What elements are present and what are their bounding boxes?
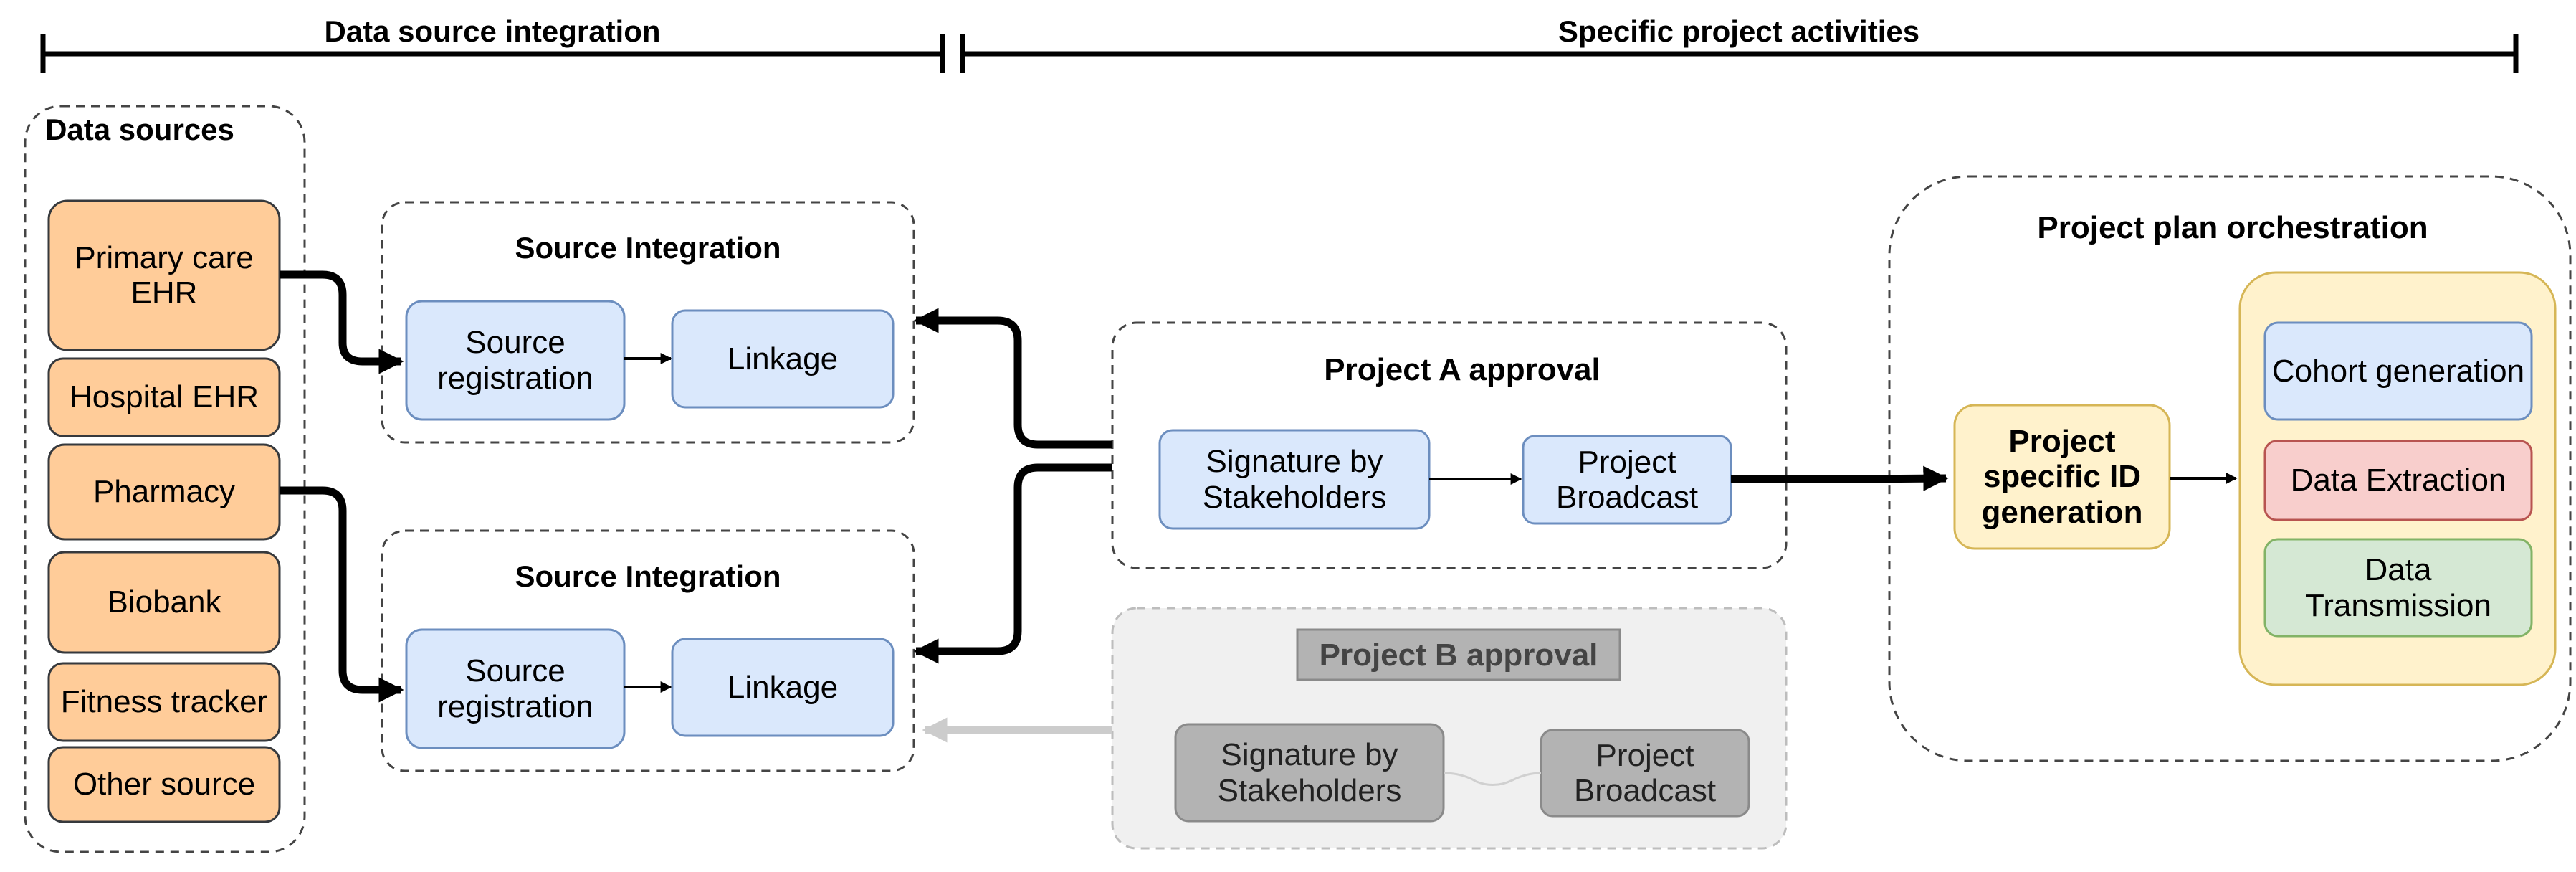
project-a-broadcast[interactable]: Project Broadcast bbox=[1522, 435, 1732, 525]
source-integration-bottom-title: Source Integration bbox=[515, 559, 781, 593]
project-b-broadcast[interactable]: Project Broadcast bbox=[1540, 729, 1750, 818]
source-hospital-ehr[interactable]: Hospital EHR bbox=[47, 357, 281, 437]
source-other[interactable]: Other source bbox=[47, 746, 281, 823]
linkage-bottom[interactable]: Linkage bbox=[671, 638, 895, 737]
project-id-generation[interactable]: Project specific ID generation bbox=[1953, 404, 2171, 550]
source-pharmacy[interactable]: Pharmacy bbox=[47, 443, 281, 541]
source-biobank-label: Biobank bbox=[107, 584, 221, 620]
project-b-title-box bbox=[1296, 628, 1621, 681]
data-sources-title: Data sources bbox=[45, 113, 234, 146]
connector-project-a-to-integration-bottom bbox=[913, 463, 1112, 664]
linkage-top[interactable]: Linkage bbox=[671, 309, 895, 409]
source-other-label: Other source bbox=[72, 767, 256, 802]
project-a-broadcast-label: Project Broadcast bbox=[1555, 444, 1699, 515]
connector-broadcast-to-id-generation bbox=[1731, 465, 1949, 491]
connector-signature-to-broadcast-b bbox=[1443, 772, 1542, 786]
project-b-title: Project B approval bbox=[1320, 638, 1598, 673]
connector-pharmacy-to-registration bbox=[280, 486, 404, 703]
data-transmission-label: Data Transmission bbox=[2305, 552, 2491, 623]
cohort-generation[interactable]: Cohort generation bbox=[2263, 321, 2533, 421]
project-b-signature[interactable]: Signature by Stakeholders bbox=[1174, 723, 1445, 823]
project-a-title: Project A approval bbox=[1324, 352, 1601, 387]
source-hospital-ehr-label: Hospital EHR bbox=[69, 379, 259, 415]
header-right-title: Specific project activities bbox=[1558, 14, 1919, 48]
source-registration-top[interactable]: Source registration bbox=[405, 300, 626, 421]
source-pharmacy-label: Pharmacy bbox=[92, 474, 236, 510]
source-registration-top-label: Source registration bbox=[437, 325, 593, 396]
header-rule-right bbox=[960, 34, 2519, 73]
source-fitness-tracker[interactable]: Fitness tracker bbox=[47, 662, 281, 742]
project-id-generation-label: Project specific ID generation bbox=[1981, 424, 2143, 530]
source-registration-bottom[interactable]: Source registration bbox=[405, 628, 626, 749]
data-extraction-label: Data Extraction bbox=[2290, 463, 2506, 498]
data-transmission[interactable]: Data Transmission bbox=[2263, 538, 2533, 638]
source-integration-top-title: Source Integration bbox=[515, 231, 781, 265]
source-biobank[interactable]: Biobank bbox=[47, 551, 281, 654]
project-b-signature-label: Signature by Stakeholders bbox=[1217, 737, 1402, 808]
linkage-bottom-label: Linkage bbox=[727, 669, 839, 705]
orchestration-group bbox=[1888, 175, 2572, 762]
connector-project-a-to-integration-top bbox=[913, 308, 1112, 449]
source-primary-care[interactable]: Primary care EHR bbox=[47, 199, 281, 351]
orchestration-title: Project plan orchestration bbox=[2037, 210, 2428, 245]
cohort-generation-label: Cohort generation bbox=[2271, 353, 2525, 389]
source-fitness-tracker-label: Fitness tracker bbox=[60, 684, 268, 720]
header-rule-left bbox=[40, 34, 945, 73]
project-a-signature[interactable]: Signature by Stakeholders bbox=[1158, 429, 1431, 530]
linkage-top-label: Linkage bbox=[727, 341, 839, 376]
source-primary-care-label: Primary care EHR bbox=[75, 240, 254, 311]
project-a-signature-label: Signature by Stakeholders bbox=[1202, 444, 1387, 515]
source-registration-bottom-label: Source registration bbox=[437, 653, 593, 724]
project-b-broadcast-label: Project Broadcast bbox=[1573, 737, 1717, 808]
data-extraction[interactable]: Data Extraction bbox=[2263, 440, 2533, 521]
connector-primary-care-to-registration bbox=[280, 270, 404, 374]
header-left-title: Data source integration bbox=[324, 14, 660, 48]
